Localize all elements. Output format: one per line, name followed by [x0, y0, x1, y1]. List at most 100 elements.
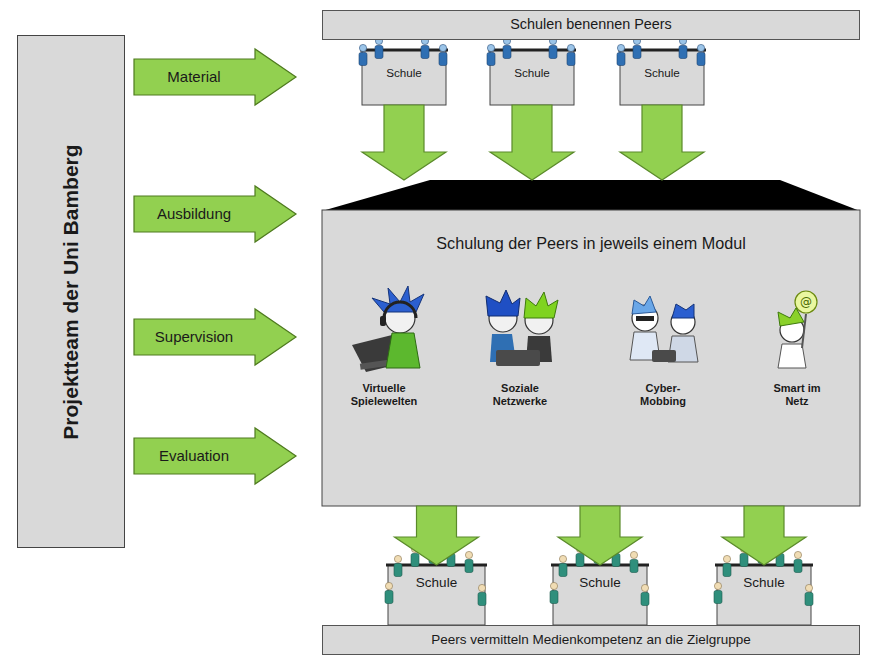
decoration — [360, 49, 448, 52]
module-box-label: Virtuelle Spielewelten — [344, 382, 424, 408]
input-arrow-label: Ausbildung — [133, 206, 255, 223]
decoration — [486, 290, 520, 316]
arrow-outline — [134, 309, 296, 365]
decoration — [672, 304, 694, 318]
decoration — [632, 296, 656, 314]
project-team-box-label: Projektteam der Uni Bamberg — [59, 144, 83, 439]
decoration — [394, 555, 402, 576]
input-arrow-label: Material — [133, 69, 255, 86]
input-arrow-label: Supervision — [133, 329, 255, 346]
training-box-ground — [322, 180, 860, 506]
decoration — [488, 49, 576, 52]
flow-arrow — [620, 105, 704, 180]
decoration — [620, 50, 704, 105]
at-symbol: @ — [800, 295, 812, 309]
decoration — [679, 37, 687, 58]
decoration — [630, 551, 638, 572]
school-building — [386, 565, 813, 625]
decoration — [375, 37, 383, 58]
decoration — [362, 50, 446, 105]
decoration — [794, 551, 802, 572]
school-box: Schule — [490, 50, 574, 105]
training-box: Virtuelle Spielewelten Soziale Netzwerke C… — [322, 180, 860, 506]
school-box-label: Schule — [388, 565, 485, 591]
decoration — [802, 314, 806, 348]
decoration — [778, 308, 804, 326]
decoration — [421, 37, 429, 58]
decoration — [805, 584, 813, 605]
decoration — [714, 582, 722, 603]
school-box: Schule — [717, 565, 811, 625]
module-box: Cyber- Mobbing — [603, 285, 723, 410]
school-box: Schule — [362, 50, 446, 105]
school-box-label: Schule — [490, 50, 574, 80]
banner-bar-label: Schulen benennen Peers — [323, 11, 859, 33]
social-network-icon — [486, 290, 558, 366]
decoration — [567, 44, 575, 65]
peer-figures — [359, 37, 705, 65]
decoration — [503, 37, 511, 58]
decoration — [388, 565, 485, 625]
decoration — [652, 350, 676, 362]
project-team-box: Projektteam der Uni Bamberg — [17, 35, 125, 548]
school-box: Schule — [620, 50, 704, 105]
decoration — [618, 49, 706, 52]
arrow-outline — [134, 49, 296, 105]
school-box-label: Schule — [362, 50, 446, 80]
school-box: Schule — [388, 565, 485, 625]
decoration — [465, 551, 473, 572]
school-box-label: Schule — [717, 565, 811, 591]
flow-arrow — [362, 105, 446, 180]
gaming-icon — [352, 286, 424, 372]
arrow-outline — [134, 428, 296, 484]
decoration — [322, 180, 860, 211]
cyberbullying-icon — [630, 296, 698, 362]
flow-arrow — [558, 506, 642, 565]
flow-arrow — [722, 506, 806, 565]
banner-bar: Schulen benennen Peers — [322, 10, 860, 40]
decoration — [478, 584, 486, 605]
decoration — [559, 555, 567, 576]
decoration — [439, 44, 447, 65]
module-box-label: Smart im Netz — [767, 382, 827, 408]
decoration — [641, 584, 649, 605]
input-arrow: Ausbildung — [133, 184, 298, 244]
school-box-label: Schule — [553, 565, 647, 591]
decoration — [636, 316, 654, 321]
banner-bar: Peers vermitteln Medienkompetenz an die … — [322, 625, 860, 655]
school-box: Schule — [553, 565, 647, 625]
module-box-label: Cyber- Mobbing — [623, 382, 703, 408]
decoration — [617, 44, 625, 65]
decoration — [524, 292, 558, 318]
arrow-outline — [134, 186, 296, 242]
decoration — [372, 286, 424, 312]
decoration — [385, 582, 393, 603]
flow-arrow — [395, 506, 479, 565]
school-box-label: Schule — [620, 50, 704, 80]
decoration — [322, 210, 860, 506]
flow-arrow — [490, 105, 574, 180]
smart-online-icon: @ — [778, 291, 817, 368]
decoration — [386, 333, 420, 368]
decoration — [359, 44, 367, 65]
decoration — [487, 44, 495, 65]
banner-bar-label: Peers vermitteln Medienkompetenz an die … — [323, 626, 859, 648]
decoration — [633, 37, 641, 58]
module-box: Virtuelle Spielewelten — [324, 285, 444, 410]
decoration — [549, 37, 557, 58]
module-box-label: Soziale Netzwerke — [480, 382, 560, 408]
input-arrow: Evaluation — [133, 426, 298, 486]
decoration — [795, 291, 817, 313]
school-building — [360, 50, 706, 105]
decoration — [496, 350, 540, 366]
decoration — [380, 316, 386, 326]
training-box-label: Schulung der Peers in jeweils einem Modu… — [322, 180, 860, 253]
decoration — [490, 50, 574, 105]
module-box: Smart im Netz — [737, 285, 857, 410]
input-arrow: Supervision — [133, 307, 298, 367]
decoration — [550, 582, 558, 603]
module-box: Soziale Netzwerke — [460, 285, 580, 410]
decoration — [384, 302, 416, 318]
